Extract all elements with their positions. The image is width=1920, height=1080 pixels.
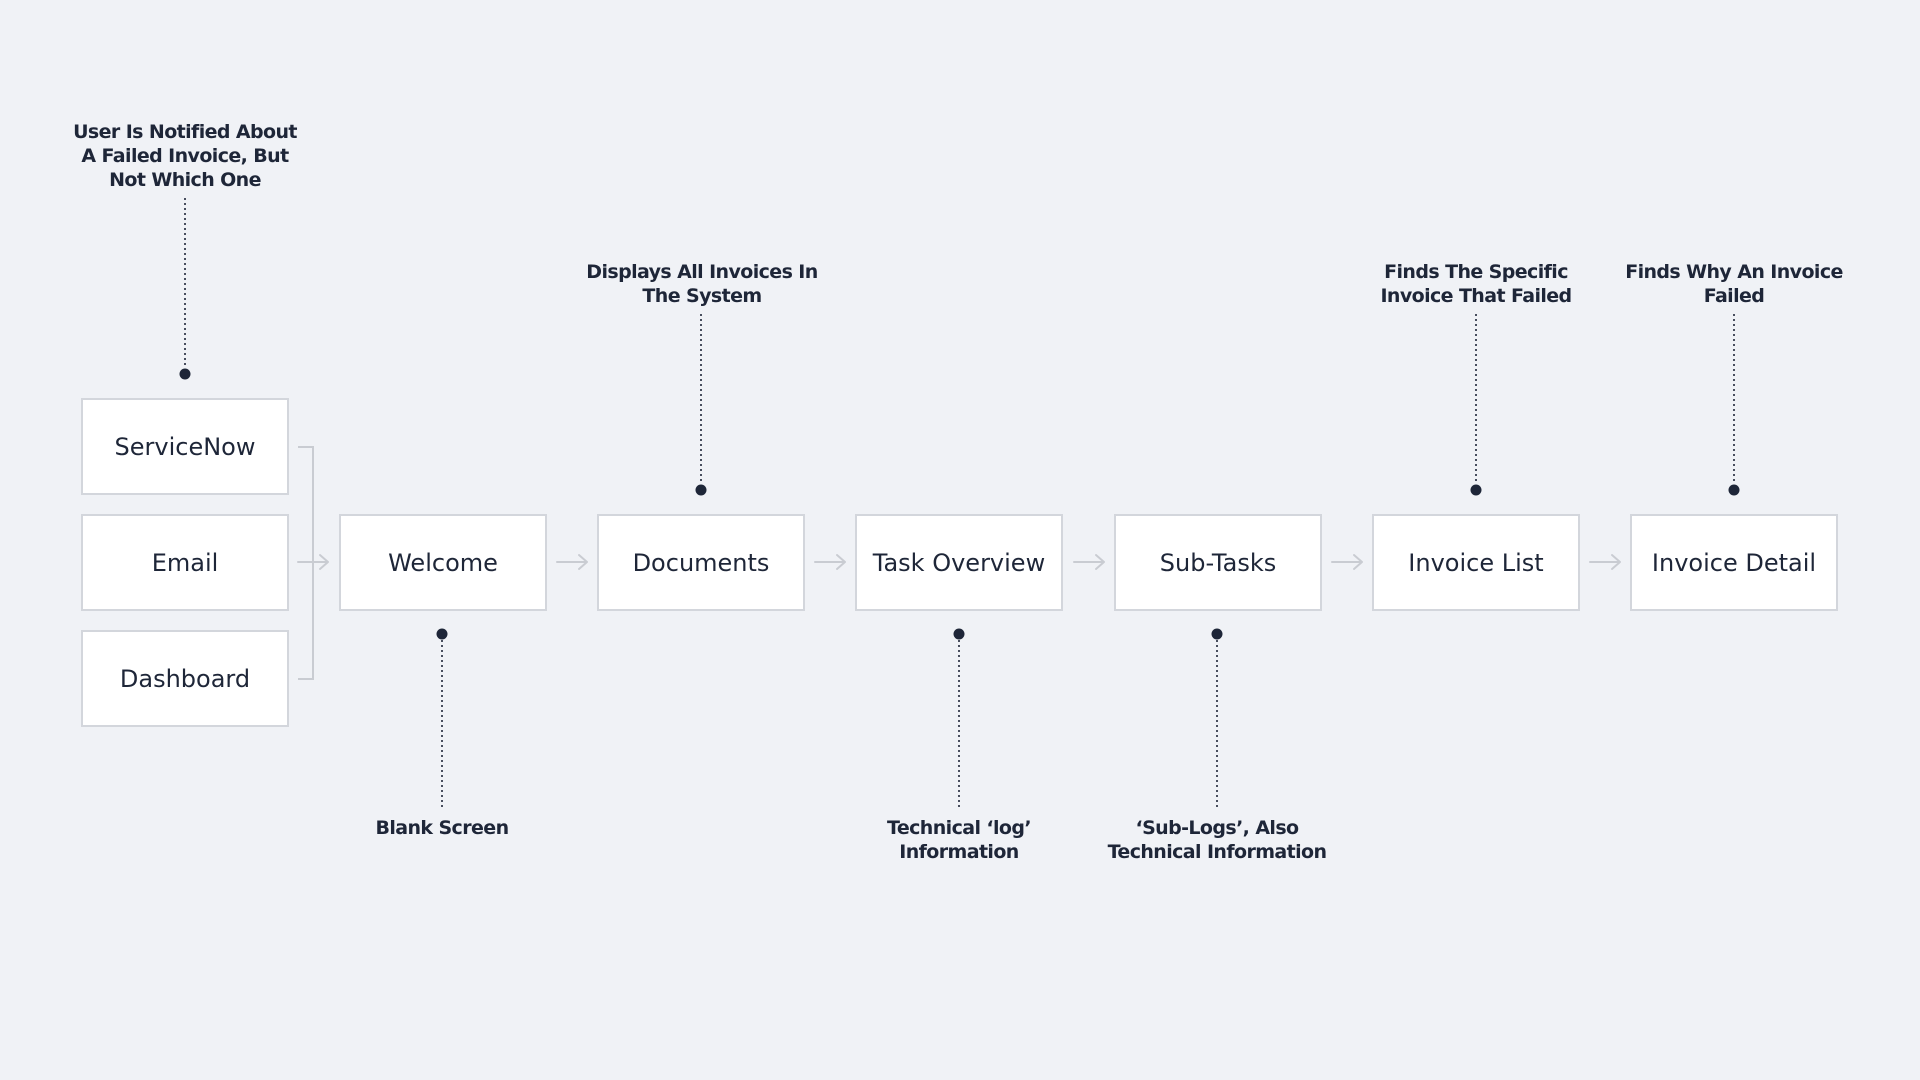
callout-servicenow-dot — [179, 368, 191, 380]
node-invoice-list[interactable]: Invoice List — [1372, 514, 1580, 611]
node-welcome[interactable]: Welcome — [339, 514, 547, 611]
annotation-documents: Displays All Invoices In The System — [586, 261, 818, 307]
callout-invoice-list-dot — [1470, 484, 1482, 496]
flow-arrow-3 — [814, 554, 846, 570]
node-dashboard[interactable]: Dashboard — [81, 630, 289, 727]
node-email[interactable]: Email — [81, 514, 289, 611]
node-documents[interactable]: Documents — [597, 514, 805, 611]
callout-invoice-detail-dot — [1728, 484, 1740, 496]
annotation-servicenow: User Is Notified About A Failed Invoice,… — [73, 121, 297, 191]
annotation-invoice-detail: Finds Why An Invoice Failed — [1625, 261, 1843, 307]
annotation-task-overview: Technical ‘log’ Information — [887, 817, 1032, 863]
flow-arrow-4 — [1073, 554, 1105, 570]
flow-arrow-5 — [1331, 554, 1363, 570]
flow-arrow-1 — [297, 554, 329, 570]
callout-documents-dot — [695, 484, 707, 496]
node-task-overview[interactable]: Task Overview — [855, 514, 1063, 611]
annotation-welcome: Blank Screen — [375, 817, 509, 839]
callout-welcome-dot — [436, 628, 448, 640]
flow-arrow-2 — [556, 554, 588, 570]
callout-task-overview-dot — [953, 628, 965, 640]
annotation-sub-tasks: ‘Sub-Logs’, Also Technical Information — [1107, 817, 1327, 863]
callout-sub-tasks-dot — [1211, 628, 1223, 640]
node-invoice-detail[interactable]: Invoice Detail — [1630, 514, 1838, 611]
node-sub-tasks[interactable]: Sub-Tasks — [1114, 514, 1322, 611]
flow-arrow-6 — [1589, 554, 1621, 570]
node-servicenow[interactable]: ServiceNow — [81, 398, 289, 495]
annotation-invoice-list: Finds The Specific Invoice That Failed — [1380, 261, 1572, 307]
